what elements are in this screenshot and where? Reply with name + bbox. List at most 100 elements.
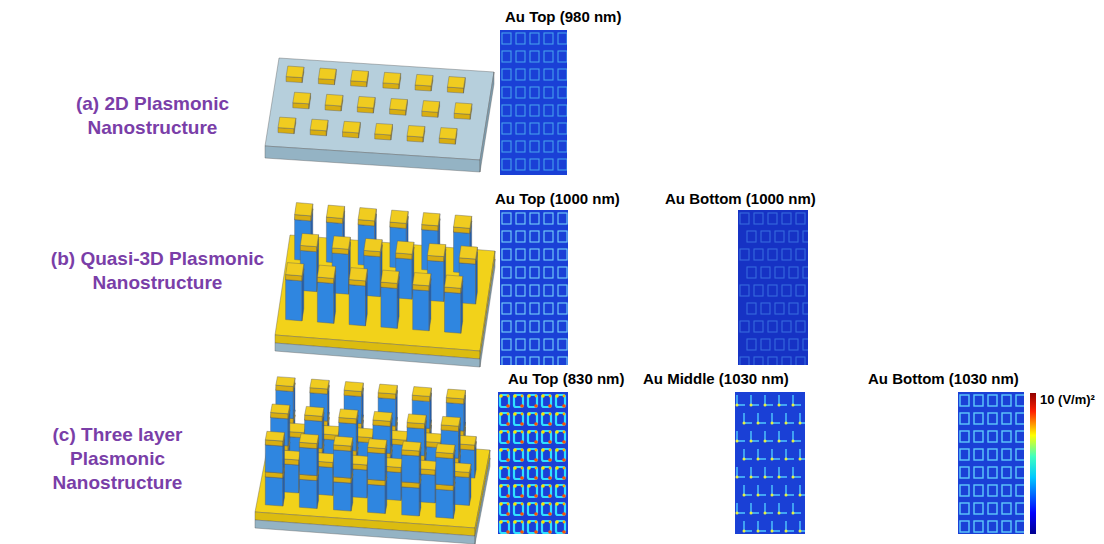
field-peak <box>507 431 510 434</box>
face <box>334 482 352 511</box>
field-hotspot <box>775 303 784 314</box>
field-hotspot <box>542 485 551 497</box>
field-hotspot <box>796 321 805 332</box>
field-hotspot <box>544 267 553 278</box>
field-peak <box>541 466 545 470</box>
field-peak <box>541 412 545 416</box>
field-hotspot <box>737 467 745 477</box>
field-peak <box>527 520 531 524</box>
structure-drawings <box>255 58 495 544</box>
field-peak <box>527 394 531 398</box>
field-background <box>498 392 568 534</box>
field-peak <box>792 404 795 407</box>
field-hotspot <box>779 503 787 513</box>
field-hotspot <box>544 357 553 365</box>
field-peak <box>513 430 517 434</box>
field-hotspot <box>502 69 511 80</box>
field-map-panel: Au Bottom (1030 nm) <box>868 370 1019 388</box>
field-peak <box>541 484 545 488</box>
field-hotspot <box>960 521 969 532</box>
field-hotspot <box>974 413 983 424</box>
field-hotspot <box>530 87 539 98</box>
field-peak <box>792 476 795 479</box>
face <box>381 270 399 283</box>
field-hotspot <box>558 87 567 98</box>
field-peak <box>764 404 767 407</box>
field-hotspot <box>960 503 969 514</box>
field-peak <box>750 512 753 515</box>
field-background <box>500 210 568 365</box>
field-hotspot <box>772 449 780 459</box>
face <box>271 404 290 414</box>
field-peak <box>799 494 802 497</box>
field-peak <box>736 404 739 407</box>
field-peak <box>535 449 538 452</box>
field-hotspot <box>502 105 511 116</box>
field-peak <box>549 395 552 398</box>
field-hotspot <box>502 339 511 350</box>
field-hotspot <box>960 395 969 406</box>
field-hotspot <box>556 449 565 461</box>
field-hotspot <box>558 159 567 170</box>
field-hotspot <box>754 249 763 260</box>
face <box>441 416 460 426</box>
field-hotspot <box>558 339 567 350</box>
field-peak <box>548 512 552 516</box>
field-peak <box>499 502 503 506</box>
field-hotspot <box>751 395 759 405</box>
field-hotspot <box>502 303 511 314</box>
row-label: (c) Three layer Plasmonic Nanostructure <box>35 423 200 495</box>
field-peak <box>778 512 781 515</box>
field-hotspot <box>516 339 525 350</box>
field-hotspot <box>765 395 773 405</box>
field-hotspot <box>544 141 553 152</box>
field-peak <box>743 458 746 461</box>
face <box>378 384 397 394</box>
field-hotspot <box>558 267 567 278</box>
field-map <box>500 210 568 365</box>
field-hotspot <box>502 357 511 365</box>
field-hotspot <box>514 485 523 497</box>
field-hotspot <box>530 357 539 365</box>
field-peak <box>743 530 746 533</box>
field-peak <box>534 404 538 408</box>
field-peak <box>507 395 510 398</box>
field-peak <box>548 476 552 480</box>
field-hotspot <box>530 267 539 278</box>
field-hotspot <box>740 357 749 365</box>
field-hotspot <box>528 503 537 515</box>
field-hotspot <box>758 413 766 423</box>
field-hotspot <box>1016 449 1024 460</box>
field-hotspot <box>556 413 565 425</box>
face <box>275 343 480 367</box>
field-hotspot <box>782 213 791 224</box>
field-hotspot <box>789 267 798 278</box>
field-hotspot <box>500 467 509 479</box>
face <box>276 377 295 387</box>
field-peak <box>799 458 802 461</box>
field-peak <box>521 395 524 398</box>
field-hotspot <box>558 249 567 260</box>
field-peak <box>534 476 538 480</box>
field-hotspot <box>761 231 770 242</box>
field-peak <box>541 448 545 452</box>
field-hotspot <box>542 431 551 443</box>
field-hotspot <box>516 33 525 44</box>
field-intensity <box>958 392 1024 534</box>
face <box>255 520 475 544</box>
field-hotspot <box>516 249 525 260</box>
field-peak <box>555 412 559 416</box>
face <box>310 119 328 131</box>
field-hotspot <box>544 231 553 242</box>
field-peak <box>507 503 510 506</box>
field-map <box>735 392 805 534</box>
field-peak <box>521 431 524 434</box>
field-hotspot <box>502 285 511 296</box>
field-peak <box>778 476 781 479</box>
field-intensity <box>738 210 808 365</box>
face <box>265 58 494 160</box>
field-hotspot <box>793 467 801 477</box>
face <box>413 273 431 286</box>
field-hotspot <box>782 249 791 260</box>
face <box>407 414 426 424</box>
